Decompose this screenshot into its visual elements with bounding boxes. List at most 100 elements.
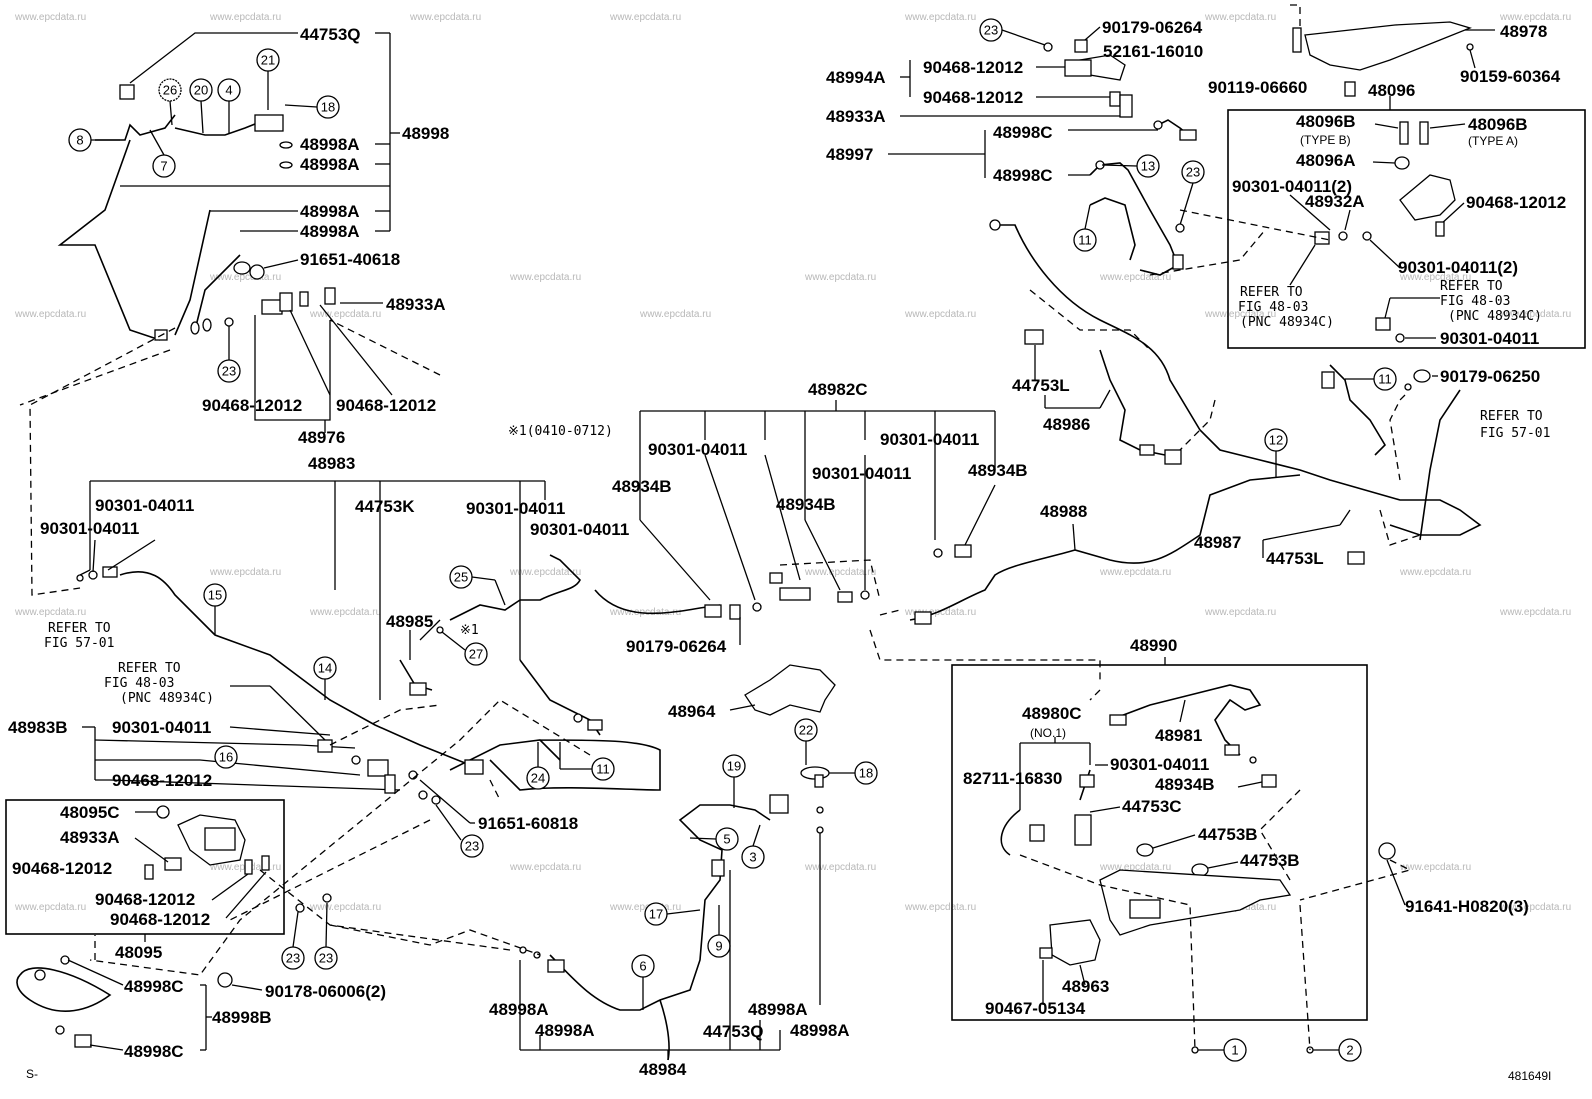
part-number-90301-04011: 90301-04011 [466,499,565,518]
svg-text:24: 24 [531,771,545,786]
watermark: www.epcdata.ru [14,12,86,23]
dashed-routing-lines [19,4,1421,1051]
refer-to-fig-48-03: FIG 48-03 [1238,300,1308,315]
part-number-48934B: 48934B [612,477,672,496]
callout-18: 18 [854,761,878,785]
part-number-90301-04011: 90301-04011 [1110,755,1209,774]
harness-48998-group: 8 26 20 4 21 18 7 44753Q 48998 48998A 48… [57,25,449,341]
part-number-48984: 48984 [639,1060,687,1079]
watermark: www.epcdata.ru [904,12,976,23]
watermark: www.epcdata.ru [1499,309,1571,320]
part-number-48998C: 48998C [993,166,1053,185]
part-number-48933A: 48933A [826,107,886,126]
watermark: www.epcdata.ru [1499,902,1571,913]
svg-text:17: 17 [649,907,663,922]
part-number-90301-04011: 90301-04011(2) [1398,258,1518,277]
svg-text:12: 12 [1269,433,1283,448]
no1-note: (NO.1) [1030,726,1066,740]
part-number-48998A: 48998A [300,135,360,154]
watermark: www.epcdata.ru [1499,607,1571,618]
part-number-48983B: 48983B [8,718,68,737]
part-number-48998A: 48998A [300,202,360,221]
part-number-44753B: 44753B [1198,825,1258,844]
part-number-48998C: 48998C [993,123,1053,142]
svg-text:18: 18 [321,100,335,115]
watermark: www.epcdata.ru [309,902,381,913]
note-0410-0712: ※1(0410-0712) [508,424,613,439]
refer-to-note: REFER TO [1480,409,1543,424]
watermarks: www.epcdata.ru www.epcdata.ru www.epcdat… [14,12,1571,913]
part-number-90301-04011: 90301-04011 [530,520,629,539]
part-number-48985: 48985 [386,612,433,631]
svg-text:23: 23 [286,951,300,966]
watermark: www.epcdata.ru [1399,862,1471,873]
part-number-48998A: 48998A [790,1021,850,1040]
watermark: www.epcdata.ru [804,272,876,283]
svg-text:5: 5 [723,832,730,847]
svg-text:11: 11 [596,762,610,777]
svg-text:19: 19 [727,759,741,774]
svg-text:1: 1 [1231,1043,1238,1058]
part-number-90468-12012: 90468-12012 [110,910,210,929]
watermark: www.epcdata.ru [1399,567,1471,578]
part-number-48096B: 48096B [1296,112,1356,131]
callout-23: 23 [314,946,338,970]
svg-text:18: 18 [859,766,873,781]
part-number-90301-04011: 90301-04011 [1440,329,1539,348]
part-number-48095C: 48095C [60,803,120,822]
callout-25: 25 [449,565,473,589]
callout-23: 23 [979,18,1003,42]
watermark: www.epcdata.ru [904,309,976,320]
part-number-48933A: 48933A [60,828,120,847]
svg-text:20: 20 [194,83,208,98]
part-number-90468-12012: 90468-12012 [202,396,302,415]
callout-11: 11 [1373,367,1397,391]
callout-17: 17 [644,902,668,926]
callout-23: 23 [460,834,484,858]
part-number-48994A: 48994A [826,68,886,87]
part-number-48998A: 48998A [748,1000,808,1019]
corner-mark: S- [26,1067,38,1081]
part-number-48998A: 48998A [300,222,360,241]
part-number-48983: 48983 [308,454,355,473]
watermark: www.epcdata.ru [14,309,86,320]
watermark: www.epcdata.ru [1099,862,1171,873]
callout-27: 27 [464,642,488,666]
part-number-48997: 48997 [826,145,873,164]
callout-3: 3 [741,845,765,869]
refer-to-pnc-48934C: (PNC 48934C) [120,691,214,706]
callout-4: 4 [217,78,241,102]
watermark: www.epcdata.ru [804,862,876,873]
callout-23: 23 [1181,160,1205,184]
harness-48983-group: 48983 90301-04011 90301-04011 44753K 903… [40,454,661,791]
detail-box-48990 [951,664,1368,1021]
svg-text:14: 14 [318,661,332,676]
part-number-90468-12012: 90468-12012 [12,859,112,878]
protector-48964 [744,664,836,716]
watermark: www.epcdata.ru [509,272,581,283]
svg-text:15: 15 [208,588,222,603]
watermark: www.epcdata.ru [1099,272,1171,283]
part-number-90179-06250: 90179-06250 [1440,367,1540,386]
part-number-90467-05134: 90467-05134 [985,999,1086,1018]
part-number-48998B: 48998B [212,1008,272,1027]
svg-text:4: 4 [225,83,232,98]
part-number-90159-60364: 90159-60364 [1460,67,1561,86]
part-number-48988: 48988 [1040,502,1087,521]
svg-text:11: 11 [1378,372,1392,387]
svg-text:11: 11 [1078,233,1092,248]
refer-to-note: REFER TO [1440,279,1503,294]
watermark: www.epcdata.ru [904,607,976,618]
part-number-48998A: 48998A [535,1021,595,1040]
svg-text:8: 8 [76,133,83,148]
svg-text:16: 16 [219,750,233,765]
watermark: www.epcdata.ru [804,567,876,578]
callout-1: 1 [1223,1038,1247,1062]
harness-wire [95,114,266,141]
callout-12: 12 [1264,428,1288,452]
callout-5: 5 [715,827,739,851]
top-right-group: 23 90179-06264 52161-16010 48978 90159-6… [826,18,1586,625]
part-number-90468-12012: 90468-12012 [112,771,212,790]
svg-text:23: 23 [984,23,998,38]
watermark: www.epcdata.ru [14,902,86,913]
